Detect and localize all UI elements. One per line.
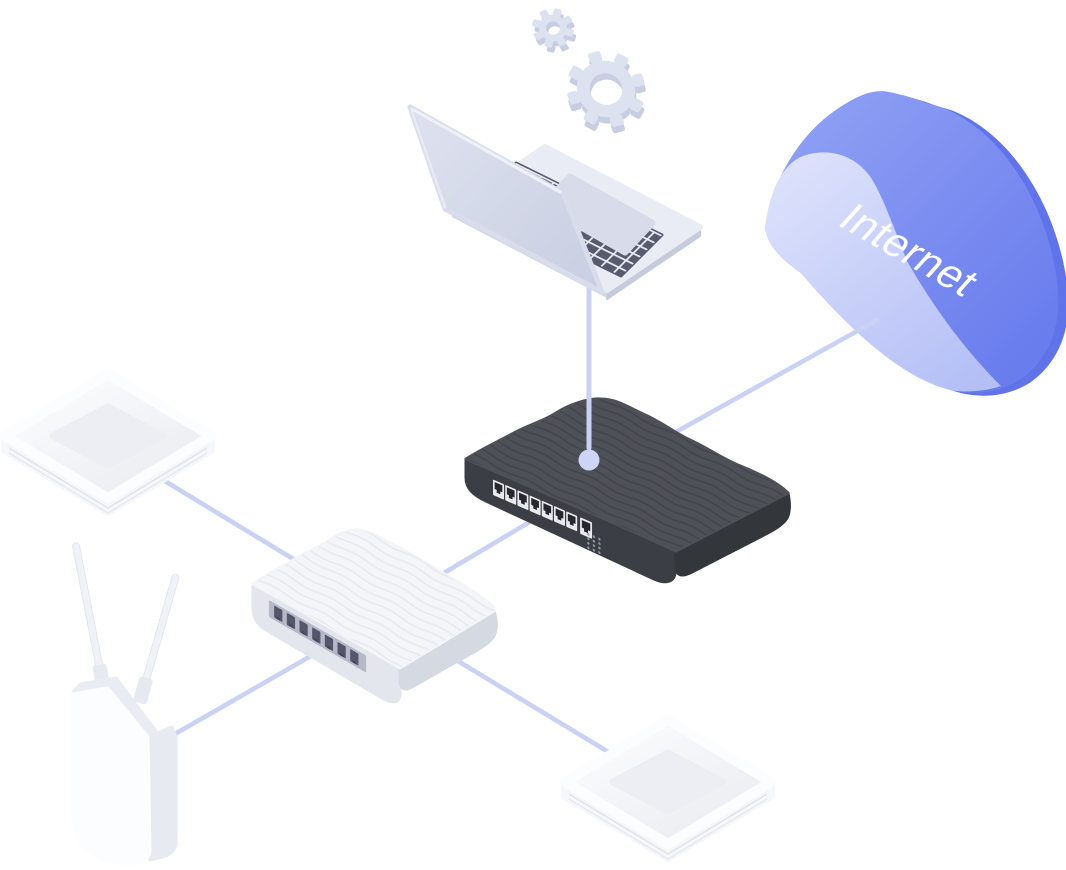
internet-cloud: Internet [765,91,1066,396]
router-antenna [72,542,111,693]
access-point-left [0,369,216,516]
ethernet-port [493,479,505,500]
link-switch-to-ap-bottom [445,652,628,765]
ethernet-port [517,490,529,511]
ethernet-port [566,511,578,532]
switch-ports [268,600,367,673]
laptop-screen-rim [410,107,562,194]
ethernet-port [274,605,283,622]
link-laptop-to-gateway [578,286,600,471]
endpoint-dot [578,449,600,471]
ethernet-port [312,627,321,644]
cloud-front-lobe [765,152,1001,392]
link-router-to-switch [165,642,333,741]
ap-inner-square [609,749,727,815]
router-antenna [133,573,180,705]
router-right-face [146,725,178,862]
vent-dots [587,532,601,554]
gear-icon-small [532,8,577,53]
laptop-screen-rim-left [409,107,447,209]
gateway-front-right-face [674,491,791,577]
wireless-router [70,542,180,866]
ap-groove [8,447,208,509]
ethernet-port [350,649,359,666]
antenna-joint [133,676,153,705]
ap-groove [8,452,208,514]
access-point-bottom [560,715,776,862]
ethernet-port [541,500,553,521]
gateway-top-texture [466,398,788,551]
ap-inner-square [49,403,167,469]
router-front-face [70,686,152,866]
ethernet-port [337,642,346,659]
uplink-port [580,517,593,539]
ap-groove [568,798,768,860]
gear-icon-large [567,51,646,134]
link-gateway-to-cloud [637,317,880,455]
laptop [407,104,703,300]
link-ap-left-to-switch [147,469,311,571]
gateway-ports [493,479,601,554]
ethernet-port [529,495,541,516]
gear-front-layer [532,8,574,48]
ethernet-port [505,485,517,505]
gear-front-layer [567,51,645,127]
ethernet-port [299,620,308,637]
switch-front-right-face [398,609,498,691]
ethernet-port [286,613,296,630]
ethernet-port [324,634,334,651]
connection-lines [147,469,628,765]
switch-top-texture [253,529,495,668]
ethernet-port [553,506,565,526]
gateway-switch [464,397,791,584]
ap-groove [568,793,768,855]
ethernet-switch [251,528,498,704]
